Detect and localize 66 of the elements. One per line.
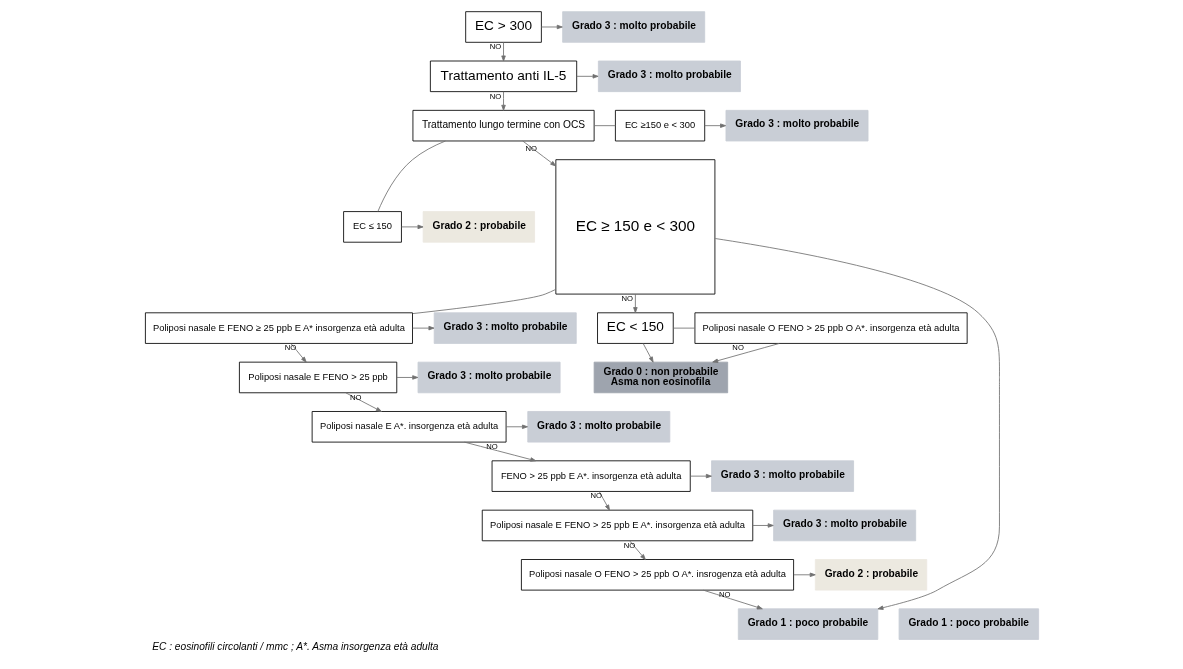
arrow bbox=[642, 343, 654, 363]
node-box: Grado 2 : probabile bbox=[422, 211, 535, 243]
node-box: EC ≥150 e < 300 bbox=[614, 109, 705, 142]
arrow bbox=[395, 375, 418, 380]
arrow bbox=[290, 343, 307, 363]
node-box: Grado 3 : molto probabile bbox=[561, 11, 705, 43]
node-box: Grado 3 : molto probabile bbox=[433, 312, 577, 344]
node-box: FENO > 25 ppb E A*. insorgenza età adulta bbox=[491, 460, 691, 492]
node-box: Grado 3 : molto probabile bbox=[710, 460, 854, 492]
arrow bbox=[711, 343, 780, 363]
arrow bbox=[463, 441, 536, 462]
node-box: Grado 1 : poco probabile bbox=[898, 608, 1039, 640]
node-box: Grado 1 : poco probabile bbox=[737, 608, 878, 640]
arrow bbox=[751, 523, 774, 528]
caption: EC : eosinofili circolanti / mmc ; A*. Asma insorgenza età adulta bbox=[151, 641, 439, 653]
edge-label: NO bbox=[489, 91, 501, 101]
node-box: Grado 3 : molto probabile bbox=[725, 109, 868, 142]
edge-label: NO bbox=[284, 343, 296, 353]
connector bbox=[377, 140, 446, 212]
node-box: EC ≤ 150 bbox=[342, 211, 402, 243]
arrow bbox=[344, 392, 382, 412]
arrow bbox=[411, 325, 434, 331]
connector bbox=[411, 289, 556, 314]
node-box: EC ≥ 150 e < 300 bbox=[554, 159, 715, 295]
arrow bbox=[714, 238, 1000, 610]
edge-label: NO bbox=[623, 540, 635, 550]
arrow bbox=[598, 491, 610, 511]
arrow bbox=[703, 123, 726, 128]
node-box: Poliposi nasale E FENO > 25 ppb E A*. insorgenza età adulta bbox=[481, 509, 753, 542]
arrow bbox=[400, 224, 423, 230]
arrow bbox=[500, 41, 506, 62]
arrow bbox=[540, 24, 563, 30]
connector bbox=[593, 125, 616, 127]
node-box: EC > 300 bbox=[464, 11, 542, 43]
arrow bbox=[505, 424, 528, 429]
node-box: Poliposi nasale E FENO > 25 ppb bbox=[238, 361, 397, 394]
node-box: Trattamento lungo termine con OCS bbox=[412, 109, 595, 142]
node-box: Poliposi nasale E FENO ≥ 25 ppb E A* insorgenza età adulta bbox=[144, 312, 413, 344]
edge-label: NO bbox=[349, 392, 361, 402]
edge-label: NO bbox=[489, 42, 501, 52]
edge-label: NO bbox=[525, 144, 537, 154]
arrow bbox=[521, 140, 556, 167]
node-box: Poliposi nasale O FENO > 25 ppb O A*. insorgenza età adulta bbox=[694, 312, 968, 344]
node-box: Grado 3 : molto probabile bbox=[526, 411, 670, 443]
node-box: Grado 2 : probabile bbox=[814, 559, 927, 591]
edge-label: NO bbox=[621, 294, 633, 304]
arrow bbox=[689, 473, 712, 479]
node-box: EC < 150 bbox=[596, 312, 674, 344]
node-box: Grado 0 : non probabile Asma non eosinofila bbox=[593, 361, 728, 394]
arrow bbox=[500, 91, 506, 111]
node-box: Poliposi nasale O FENO > 25 ppb O A*. insrogenza età adulta bbox=[520, 559, 794, 591]
connector bbox=[672, 327, 695, 329]
edge-label: NO bbox=[485, 442, 498, 452]
node-box: Grado 3 : molto probabile bbox=[597, 60, 741, 93]
arrow bbox=[575, 74, 599, 79]
arrow bbox=[702, 589, 763, 610]
arrow bbox=[628, 540, 646, 560]
arrow bbox=[632, 293, 638, 314]
edge-label: NO bbox=[731, 343, 744, 353]
edge-label: NO bbox=[589, 491, 602, 501]
arrow bbox=[792, 572, 816, 578]
node-box: Poliposi nasale E A*. insorgenza età adulta bbox=[311, 411, 506, 443]
edge-label: NO bbox=[718, 590, 731, 600]
node-box: Grado 3 : molto probabile bbox=[417, 361, 561, 394]
node-box: Trattamento anti IL-5 bbox=[429, 60, 577, 93]
node-box: Grado 3 : molto probabile bbox=[772, 509, 916, 542]
